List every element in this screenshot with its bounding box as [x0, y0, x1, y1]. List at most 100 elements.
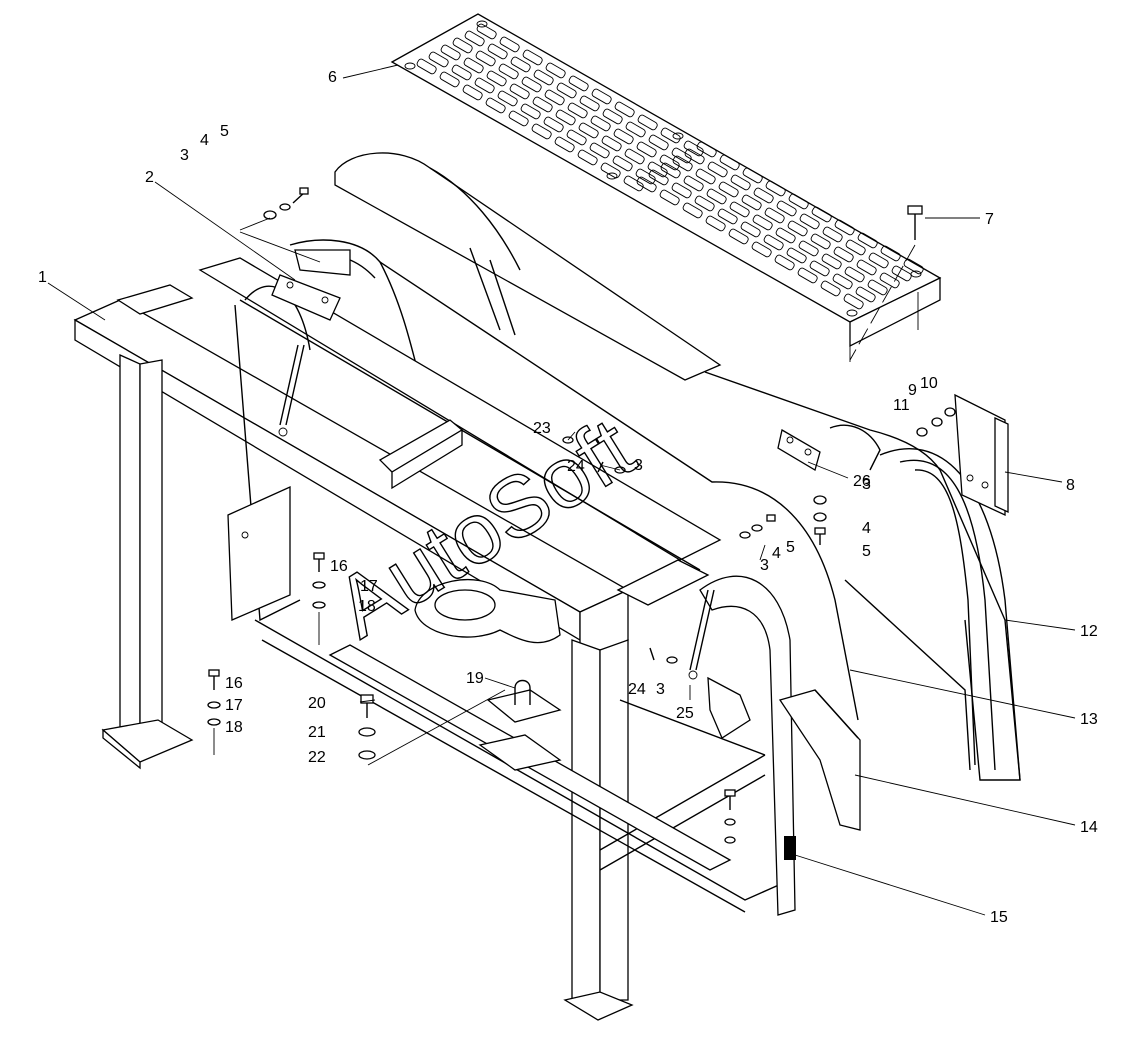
grille-slot	[647, 161, 668, 178]
grille-slot	[879, 272, 900, 289]
grille-slot	[774, 254, 795, 271]
callout-24: 24	[567, 458, 585, 475]
grille-slot	[556, 82, 577, 99]
grille-slot	[751, 241, 772, 258]
callout-2: 2	[145, 169, 154, 186]
fastener-stack-rear	[724, 789, 736, 844]
callout-25: 25	[676, 705, 694, 722]
grille-slot	[612, 155, 633, 172]
grille-slot	[543, 116, 564, 133]
part-1-main-frame	[73, 257, 796, 1021]
callout-13: 13	[1080, 711, 1098, 728]
grille-slot	[554, 136, 575, 153]
grille-slot	[568, 75, 589, 92]
grille-slot	[857, 232, 878, 249]
part-15-marker	[784, 836, 796, 860]
grille-slot	[752, 214, 773, 231]
grille-slot	[624, 148, 645, 165]
grille-slot	[636, 176, 657, 193]
grille-slot	[834, 219, 855, 236]
grille-slot	[487, 43, 508, 60]
grille-slot	[428, 51, 449, 68]
grille-slot	[753, 187, 774, 204]
grille-slot	[672, 155, 693, 172]
grille-slot	[545, 62, 566, 79]
fastener-stack-3-4-5-center	[739, 514, 776, 539]
callout-18: 18	[358, 598, 376, 615]
grille-slot	[810, 233, 831, 250]
grille-slot	[499, 36, 520, 53]
callout-24: 24	[628, 681, 646, 698]
fastener-stack-16-17-18-mid	[312, 552, 326, 609]
grille-slot	[903, 258, 924, 275]
fastener-stack-20-21-22	[358, 694, 376, 760]
grille-slot	[763, 234, 784, 251]
grille-slot	[510, 56, 531, 73]
grille-slot	[578, 122, 599, 139]
grille-slot	[475, 50, 496, 67]
grille-slot	[730, 174, 751, 191]
grille-slot	[707, 161, 728, 178]
callout-26: 26	[853, 473, 871, 490]
grille-slot	[684, 148, 705, 165]
leader-lines	[47, 64, 1076, 916]
grille-slot	[729, 201, 750, 218]
grille-slot	[531, 123, 552, 140]
grille-slot	[625, 121, 646, 138]
grille-slot	[521, 76, 542, 93]
grille-slot	[462, 84, 483, 101]
grille-slot	[717, 208, 738, 225]
grille-slot	[508, 110, 529, 127]
callout-6: 6	[328, 69, 337, 86]
grille-slot	[648, 134, 669, 151]
gas-strut-right	[688, 589, 751, 739]
callout-18: 18	[225, 719, 243, 736]
grille-slot	[623, 175, 644, 192]
part-14-lower-panel	[778, 689, 861, 831]
grille-slot	[867, 279, 888, 296]
grille-slot	[671, 182, 692, 199]
callout-5: 5	[786, 539, 795, 556]
grille-slot	[463, 57, 484, 74]
grille-slot	[555, 109, 576, 126]
grille-slot	[797, 267, 818, 284]
grille-slot	[416, 58, 437, 75]
grille-slot	[856, 259, 877, 276]
callout-3: 3	[862, 476, 871, 493]
callout-4: 4	[862, 520, 871, 537]
grille-slot	[637, 114, 658, 131]
grille-slot	[486, 70, 507, 87]
grille-slot	[775, 227, 796, 244]
callout-8: 8	[1066, 477, 1075, 494]
part-2-hinge	[271, 274, 341, 321]
bolt-7	[907, 205, 923, 240]
grille-slot	[718, 181, 739, 198]
grille-slot	[614, 101, 635, 118]
callout-16: 16	[330, 558, 348, 575]
callout-22: 22	[308, 749, 326, 766]
grille-slot	[509, 83, 530, 100]
grille-slot	[440, 44, 461, 61]
fastener-stack-3-4-5-top	[263, 187, 309, 220]
grille-slot	[694, 195, 715, 212]
grille-slot	[891, 265, 912, 282]
grille-slot	[660, 127, 681, 144]
callout-labels: 1 2 3 4 5 6 7 8 9 10 11 12 13 14 15 16 1…	[38, 69, 1098, 926]
grille-slot	[809, 260, 830, 277]
gas-strut-left	[278, 344, 305, 437]
grille-slot	[776, 200, 797, 217]
grille-slot	[845, 239, 866, 256]
grille-slot	[577, 149, 598, 166]
callout-23: 23	[533, 420, 551, 437]
grille-slot	[497, 90, 518, 107]
callout-16: 16	[225, 675, 243, 692]
grille-slot	[533, 69, 554, 86]
grille-slot	[683, 140, 704, 157]
grille-slot	[787, 220, 808, 237]
callout-7: 7	[985, 211, 994, 228]
callout-9: 9	[908, 382, 917, 399]
grille-slot	[590, 115, 611, 132]
grille-slot	[451, 64, 472, 81]
grille-slot	[520, 103, 541, 120]
